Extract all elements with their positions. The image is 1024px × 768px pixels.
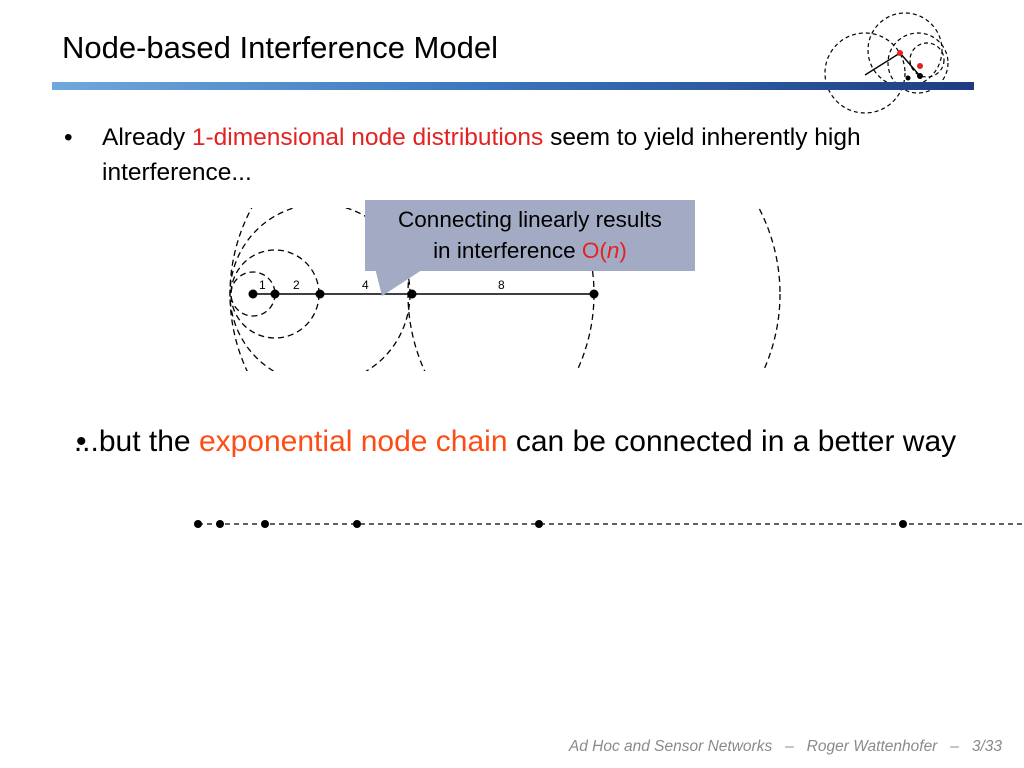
bullet-one-prefix: Already	[102, 124, 192, 151]
bullet-two-highlight: exponential node chain	[198, 425, 508, 458]
exponential-chain-diagram	[194, 520, 1024, 528]
slide-title: Node-based Interference Model	[62, 30, 498, 65]
callout-line-2: in interference O(n)	[365, 235, 695, 266]
bullet-one-highlight: 1-dimensional node distributions	[191, 124, 544, 151]
bullet-two-suffix: can be connected in a better way	[507, 425, 957, 458]
footer-separator: –	[950, 738, 959, 755]
edge-label-1: 1	[259, 278, 266, 292]
edge-label-4: 4	[362, 278, 369, 292]
callout-line-1: Connecting linearly results	[398, 207, 662, 232]
big-o-n: n	[606, 238, 620, 263]
bullet-one: • Already 1-dimensional node distributio…	[64, 120, 944, 190]
bullet-one-suffix: seem to yield inherently high interferen…	[102, 124, 861, 186]
title-underline-bar	[52, 82, 974, 90]
linear-chain-diagram: 1 2 4 8	[229, 208, 781, 371]
interference-logo-icon	[824, 12, 949, 114]
footer-author: Roger Wattenhofer	[806, 738, 938, 755]
callout-box: Connecting linearly results in interfere…	[365, 200, 695, 271]
footer-page-number: 3/33	[971, 738, 1002, 755]
edge-label-8: 8	[498, 278, 505, 292]
bullet-marker: •	[76, 425, 87, 458]
edge-label-2: 2	[293, 278, 300, 292]
bullet-marker: •	[64, 124, 73, 151]
footer-separator: –	[785, 738, 794, 755]
footer-course: Ad Hoc and Sensor Networks	[568, 738, 773, 755]
callout-line-2-prefix: in interference	[433, 238, 582, 263]
big-o-close: )	[619, 238, 627, 263]
bullet-two: • ...but the exponential node chain can …	[70, 422, 960, 462]
bullet-two-prefix: ...but the	[73, 425, 199, 458]
callout-pointer	[375, 268, 425, 296]
slide-footer: Ad Hoc and Sensor Networks – Roger Watte…	[569, 738, 1002, 756]
big-o-open: O(	[581, 238, 607, 263]
